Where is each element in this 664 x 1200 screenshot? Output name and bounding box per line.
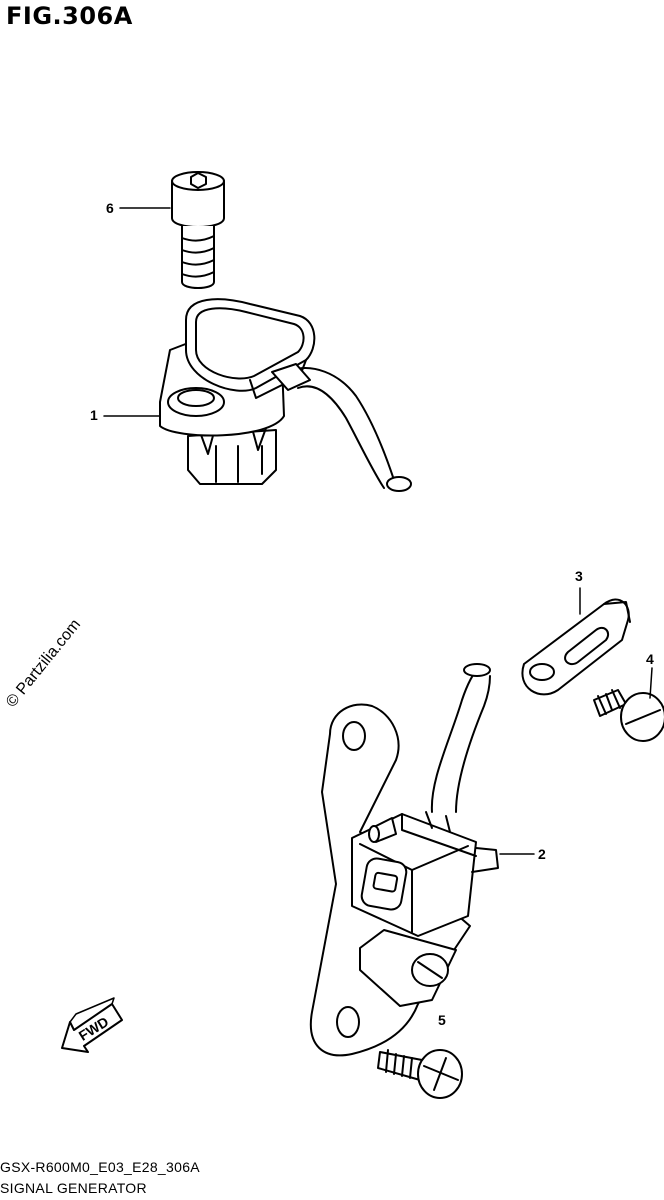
bolt-part-6[interactable]: [171, 171, 225, 289]
sensor-part-1[interactable]: [159, 298, 412, 492]
figure-title: FIG.306A: [6, 2, 133, 30]
callout-3[interactable]: 3: [575, 568, 583, 584]
screw-part-5[interactable]: [377, 1049, 463, 1099]
screw-part-4[interactable]: [593, 689, 664, 742]
bracket-part-3[interactable]: [521, 598, 631, 696]
fwd-arrow: FWD: [61, 997, 123, 1053]
diagram-code: GSX-R600M0_E03_E28_306A: [0, 1159, 200, 1175]
callout-2[interactable]: 2: [538, 846, 546, 862]
leader-4: [649, 667, 653, 699]
diagram-subtitle: SIGNAL GENERATOR: [0, 1180, 147, 1196]
callout-5[interactable]: 5: [438, 1012, 446, 1028]
callout-4[interactable]: 4: [646, 651, 654, 667]
callout-1[interactable]: 1: [90, 407, 98, 423]
callout-6[interactable]: 6: [106, 200, 114, 216]
signal-generator-part-2[interactable]: [309, 663, 499, 1057]
